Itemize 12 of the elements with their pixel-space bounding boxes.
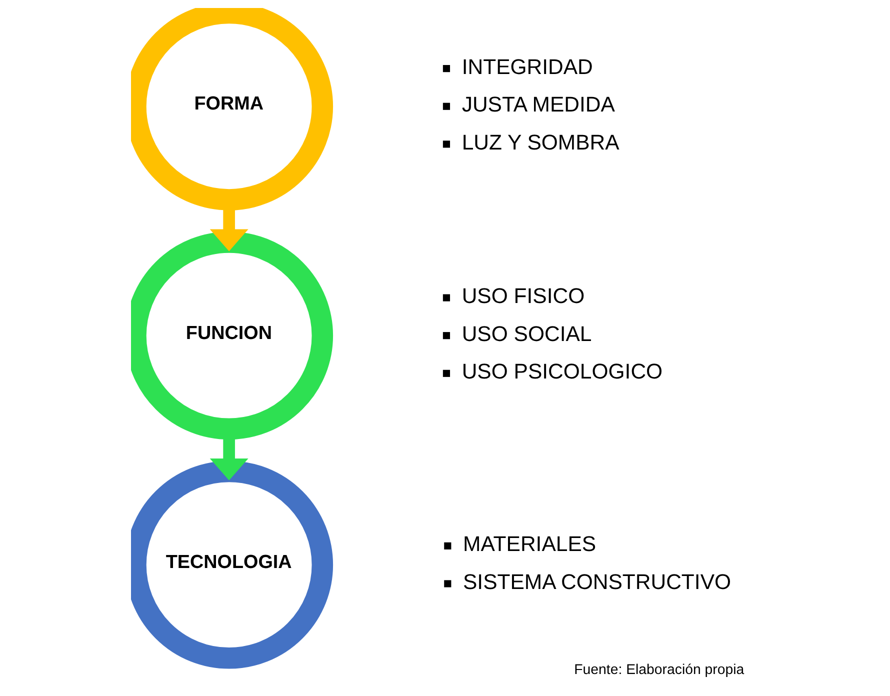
node-circle: FUNCION (131, 232, 334, 440)
node-label: LUZ Y SOMBRA (462, 130, 620, 154)
node-label: MATERIALES (463, 532, 596, 556)
node-circle: FORMA (131, 8, 334, 210)
node-label: SISTEMA CONSTRUCTIVO (463, 570, 732, 594)
caption: Fuente: Elaboración propia (574, 662, 744, 678)
node-label: USO PSICOLOGICO (462, 360, 663, 384)
node-label: INTEGRIDAD (462, 54, 593, 79)
node-label: JUSTA MEDIDA (462, 92, 615, 117)
node-circle: TECNOLOGIA (131, 460, 334, 669)
node-label: USO SOCIAL (462, 322, 592, 346)
node-label: USO FISICO (462, 284, 585, 308)
